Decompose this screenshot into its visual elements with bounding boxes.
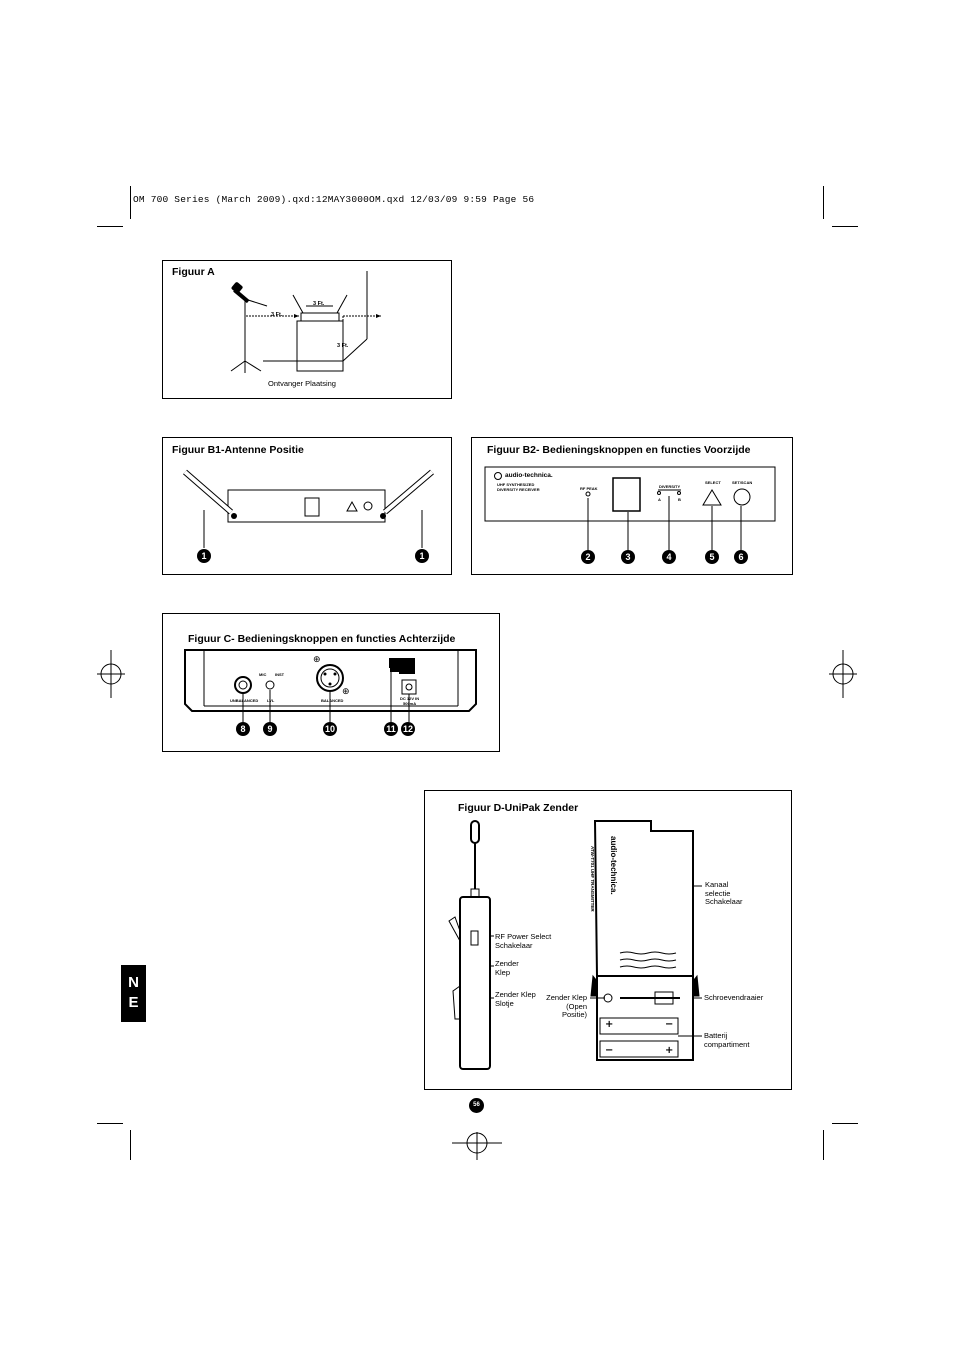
c-dc-in-line1: DC 12V IN bbox=[400, 696, 420, 701]
dim-label-top: 3 Ft. bbox=[313, 301, 325, 307]
callout-8: 8 bbox=[236, 722, 250, 736]
section-tab-ne: N E bbox=[121, 965, 146, 1022]
b2-div-b: B bbox=[678, 497, 681, 502]
section-tab-line2: E bbox=[128, 994, 139, 1011]
callout-6: 6 bbox=[734, 550, 748, 564]
section-tab-line1: N bbox=[128, 974, 139, 991]
figure-b2-panel: Figuur B2- Bedieningsknoppen en functies… bbox=[471, 437, 793, 575]
c-balanced-label: BALANCED bbox=[321, 698, 344, 703]
d-schroevendraaier-label: Schroevendraaier bbox=[704, 993, 764, 1002]
crop-mark bbox=[823, 1130, 824, 1160]
page-number: 56 bbox=[469, 1098, 484, 1113]
callout-5: 5 bbox=[705, 550, 719, 564]
c-mic-label: MIC bbox=[259, 672, 267, 677]
figure-a-title: Figuur A bbox=[172, 266, 215, 278]
figure-b1-title: Figuur B1-Antenne Positie bbox=[172, 444, 304, 456]
d-zender-klep-label: Zender Klep bbox=[495, 959, 519, 977]
b2-rf-peak-label: RF PEAK bbox=[580, 486, 598, 491]
c-dc-in-line2: 500mA bbox=[403, 701, 417, 706]
figure-c-title: Figuur C- Bedieningsknoppen en functies … bbox=[188, 633, 456, 645]
svg-text:−: − bbox=[665, 1019, 673, 1030]
d-rf-power-select-label: RF Power Select Schakelaar bbox=[495, 932, 552, 950]
crop-mark bbox=[130, 186, 131, 219]
svg-text:⊕: ⊕ bbox=[342, 687, 350, 697]
svg-text:⊕: ⊕ bbox=[313, 655, 321, 665]
d-batterij-label: Batterij compartiment bbox=[704, 1031, 750, 1049]
svg-text:+: + bbox=[665, 1045, 673, 1056]
d-brand: audio-technica. bbox=[609, 836, 618, 895]
figure-d-title: Figuur D-UniPak Zender bbox=[458, 802, 579, 814]
c-level-label: LVL bbox=[267, 698, 275, 703]
figure-d-panel: Figuur D-UniPak Zender bbox=[424, 790, 792, 1090]
callout-4: 4 bbox=[662, 550, 676, 564]
callout-11: 11 bbox=[384, 722, 398, 736]
dim-label-left: 3 Ft. bbox=[271, 312, 283, 318]
crop-mark bbox=[97, 1123, 123, 1124]
d-zender-klep-slotje-label: Zender Klep Slotje bbox=[495, 990, 536, 1008]
slug-line: OM 700 Series (March 2009).qxd:12MAY3000… bbox=[133, 194, 535, 205]
figure-c-panel: Figuur C- Bedieningsknoppen en functies … bbox=[162, 613, 500, 752]
crop-mark bbox=[130, 1130, 131, 1160]
d-kanaal-selectie-label: Kanaal selectie Schakelaar bbox=[705, 880, 743, 906]
callout-9: 9 bbox=[263, 722, 277, 736]
b2-diversity-label: DIVERSITY bbox=[659, 484, 681, 489]
callout-3: 3 bbox=[621, 550, 635, 564]
callout-2: 2 bbox=[581, 550, 595, 564]
figure-a-caption: Ontvanger Plaatsing bbox=[268, 379, 336, 388]
d-zender-klep-open-label: Zender Klep (Open Positie) bbox=[546, 993, 587, 1019]
dim-label-height: 3 Ft. bbox=[337, 343, 349, 349]
figure-b1-panel: Figuur B1-Antenne Positie 1 1 bbox=[162, 437, 452, 575]
receiver-placement-illustration bbox=[230, 271, 381, 373]
b2-brand: audio-technica. bbox=[505, 472, 553, 479]
c-inst-label: INST bbox=[275, 672, 285, 677]
receiver-front-controls-illustration bbox=[484, 466, 776, 551]
crop-mark bbox=[823, 186, 824, 219]
callout-1-left: 1 bbox=[197, 549, 211, 563]
b2-model-line1: UHF SYNTHESIZED bbox=[497, 482, 535, 487]
crop-mark bbox=[97, 226, 123, 227]
b2-set-scan-label: SET/SCAN bbox=[732, 480, 753, 485]
d-sub-brand: ATW-T701 UHF TRANSMITTER bbox=[590, 846, 595, 912]
callout-12: 12 bbox=[401, 722, 415, 736]
figure-b2-title: Figuur B2- Bedieningsknoppen en functies… bbox=[487, 444, 751, 456]
callout-1-right: 1 bbox=[415, 549, 429, 563]
svg-text:−: − bbox=[605, 1045, 613, 1056]
crop-mark bbox=[832, 1123, 858, 1124]
svg-text:+: + bbox=[605, 1019, 613, 1030]
b2-model-line2: DIVERSITY RECEIVER bbox=[497, 487, 540, 492]
b2-select-label: SELECT bbox=[705, 480, 721, 485]
crop-mark bbox=[832, 226, 858, 227]
receiver-front-antennas-illustration bbox=[183, 469, 434, 548]
b2-div-a: A bbox=[658, 497, 661, 502]
figure-a-panel: Figuur A 3 Ft. 3 bbox=[162, 260, 452, 399]
c-unbalanced-label: UNBALANCED bbox=[230, 698, 259, 703]
callout-10: 10 bbox=[323, 722, 337, 736]
unipak-transmitter-illustration: + − − + bbox=[448, 820, 702, 1070]
receiver-rear-controls-illustration: ⊕ ⊕ bbox=[184, 649, 477, 722]
